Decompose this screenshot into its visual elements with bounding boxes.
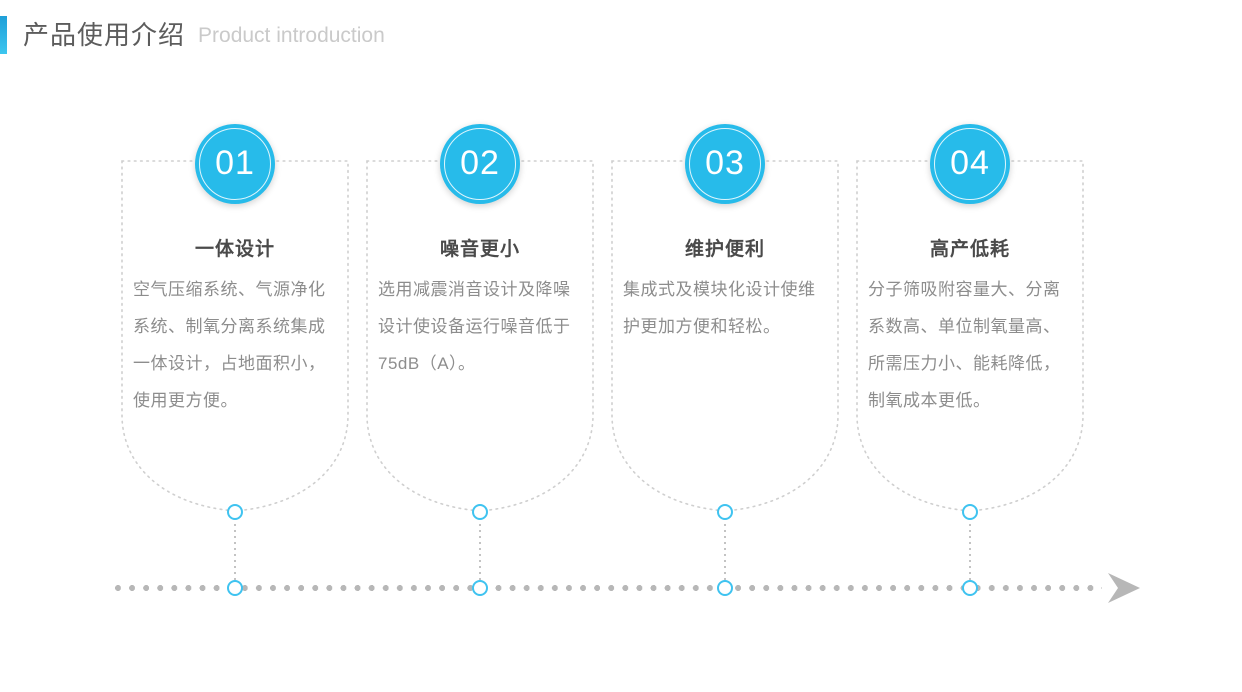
slide-header: 产品使用介绍 Product introduction xyxy=(0,14,385,56)
shield-outline-3 xyxy=(611,160,839,512)
step-number-badge-2[interactable]: 02 xyxy=(440,124,520,204)
step-number-badge-1[interactable]: 01 xyxy=(195,124,275,204)
step-card-3[interactable]: 03 维护便利 集成式及模块化设计使维护更加方便和轻松。 xyxy=(611,124,839,588)
step-heading-4: 高产低耗 xyxy=(929,239,1010,260)
timeline-node-1[interactable] xyxy=(227,580,243,596)
step-card-4[interactable]: 04 高产低耗 分子筛吸附容量大、分离系数高、单位制氧量高、所需压力小、能耗降低… xyxy=(856,124,1084,588)
step-number-ring-4: 04 xyxy=(934,128,1006,200)
step-bottom-node-2 xyxy=(472,504,488,520)
step-number-ring-1: 01 xyxy=(199,128,271,200)
timeline-node-3[interactable] xyxy=(717,580,733,596)
shield-outline-1 xyxy=(121,160,349,512)
step-number-text-2: 02 xyxy=(460,144,500,182)
step-body-2: 选用减震消音设计及降噪设计使设备运行噪音低于75dB（A）。 xyxy=(378,280,571,373)
step-number-text-3: 03 xyxy=(705,144,745,182)
timeline-node-4[interactable] xyxy=(962,580,978,596)
shield-outline-4 xyxy=(856,160,1084,512)
step-connector-3 xyxy=(724,524,726,588)
step-number-text-4: 04 xyxy=(950,144,990,182)
timeline-dotted-line xyxy=(114,584,1102,592)
accent-bar xyxy=(0,16,7,54)
step-body-4: 分子筛吸附容量大、分离系数高、单位制氧量高、所需压力小、能耗降低，制氧成本更低。 xyxy=(868,280,1061,410)
timeline-node-2[interactable] xyxy=(472,580,488,596)
step-connector-2 xyxy=(479,524,481,588)
step-bottom-node-4 xyxy=(962,504,978,520)
step-card-2[interactable]: 02 噪音更小 选用减震消音设计及降噪设计使设备运行噪音低于75dB（A）。 xyxy=(366,124,594,588)
step-heading-3: 维护便利 xyxy=(684,239,765,260)
step-heading-1: 一体设计 xyxy=(194,239,275,260)
step-card-1[interactable]: 01 一体设计 空气压缩系统、气源净化系统、制氧分离系统集成一体设计，占地面积小… xyxy=(121,124,349,588)
page-title: 产品使用介绍 xyxy=(23,20,186,50)
step-bottom-node-1 xyxy=(227,504,243,520)
step-heading-2: 噪音更小 xyxy=(439,239,520,260)
arrow-right-icon xyxy=(1108,573,1140,603)
page-subtitle: Product introduction xyxy=(198,23,385,47)
step-number-badge-3[interactable]: 03 xyxy=(685,124,765,204)
step-number-badge-4[interactable]: 04 xyxy=(930,124,1010,204)
step-connector-1 xyxy=(234,524,236,588)
step-body-1: 空气压缩系统、气源净化系统、制氧分离系统集成一体设计，占地面积小，使用更方便。 xyxy=(133,280,326,410)
step-number-ring-2: 02 xyxy=(444,128,516,200)
shield-outline-2 xyxy=(366,160,594,512)
step-connector-4 xyxy=(969,524,971,588)
step-number-ring-3: 03 xyxy=(689,128,761,200)
step-number-text-1: 01 xyxy=(215,144,255,182)
step-bottom-node-3 xyxy=(717,504,733,520)
step-body-3: 集成式及模块化设计使维护更加方便和轻松。 xyxy=(623,280,816,336)
